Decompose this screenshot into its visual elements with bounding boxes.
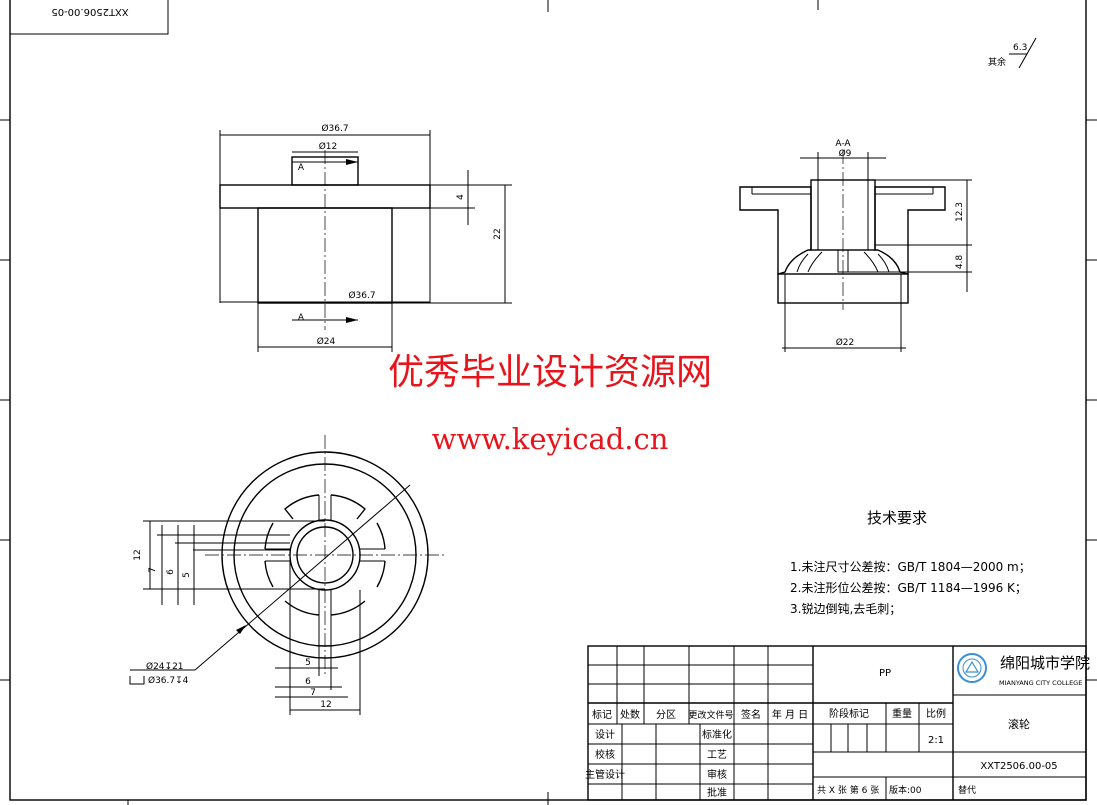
svg-text:6.3: 6.3 — [1013, 43, 1027, 53]
svg-text:12: 12 — [133, 549, 143, 560]
scale-value: 2:1 — [928, 735, 944, 746]
top-view: 12 7 6 5 Ø24↧21 Ø36.7↧4 5 6 7 12 — [129, 435, 445, 715]
drawing-number: XXT2506.00-05 — [980, 761, 1057, 772]
svg-text:批准: 批准 — [707, 786, 727, 799]
svg-text:分区: 分区 — [656, 709, 676, 721]
svg-text:5: 5 — [305, 658, 311, 668]
title-block: 标记 处数 分区 更改文件号 签名 年 月 日 设计 校核 主管设计 标准化 工… — [585, 645, 1090, 801]
svg-text:Ø24↧21: Ø24↧21 — [146, 661, 184, 672]
svg-text:3.锐边倒钝,去毛刺；: 3.锐边倒钝,去毛刺； — [790, 602, 901, 616]
college-name-cn: 绵阳城市学院 — [1000, 654, 1090, 672]
svg-text:Ø24: Ø24 — [317, 336, 336, 347]
svg-text:共 X 张 第 6 张: 共 X 张 第 6 张 — [817, 784, 879, 796]
svg-text:A: A — [298, 313, 305, 323]
svg-text:12.3: 12.3 — [955, 202, 965, 222]
svg-text:Ø36.7: Ø36.7 — [321, 123, 348, 134]
svg-text:22: 22 — [493, 228, 503, 239]
roughness-symbol: 6.3 其余 — [988, 37, 1037, 69]
svg-text:其余: 其余 — [988, 56, 1006, 68]
svg-text:技术要求: 技术要求 — [867, 509, 927, 527]
svg-text:6: 6 — [166, 569, 176, 575]
svg-text:替代: 替代 — [958, 784, 976, 796]
svg-text:比例: 比例 — [926, 707, 946, 720]
svg-text:设计: 设计 — [595, 728, 615, 741]
svg-text:版本:00: 版本:00 — [889, 784, 922, 796]
watermark-url: www.keyicad.cn — [432, 422, 669, 456]
watermark-title: 优秀毕业设计资源网 — [388, 352, 712, 393]
svg-text:审核: 审核 — [707, 768, 727, 781]
svg-text:Ø22: Ø22 — [836, 337, 855, 348]
svg-text:7: 7 — [148, 567, 158, 573]
svg-text:重量: 重量 — [892, 707, 912, 720]
rotated-number-box: XXT2506.00-05 — [9, 0, 169, 35]
svg-text:7: 7 — [310, 688, 316, 698]
svg-text:阶段标记: 阶段标记 — [829, 707, 869, 720]
svg-text:处数: 处数 — [620, 708, 640, 721]
svg-text:年 月 日: 年 月 日 — [772, 708, 808, 721]
section-view: A-A Ø9 12.3 4.8 Ø22 — [739, 139, 972, 352]
college-name-en: MIANYANG CITY COLLEGE — [999, 679, 1082, 687]
svg-text:6: 6 — [305, 677, 311, 687]
svg-text:更改文件号: 更改文件号 — [688, 709, 733, 721]
svg-text:4.8: 4.8 — [955, 255, 965, 270]
tech-requirements: 技术要求 1.未注尺寸公差按：GB/T 1804—2000 m； 2.未注形位公… — [790, 509, 1031, 616]
svg-text:A: A — [298, 163, 305, 173]
svg-text:Ø12: Ø12 — [319, 141, 338, 152]
svg-text:4: 4 — [456, 194, 466, 200]
svg-text:1.未注尺寸公差按：GB/T 1804—2000 m；: 1.未注尺寸公差按：GB/T 1804—2000 m； — [790, 559, 1031, 574]
svg-text:校核: 校核 — [595, 748, 615, 761]
front-view: Ø36.7 Ø12 A 4 22 Ø36.7 A Ø24 — [219, 123, 512, 352]
svg-text:Ø36.7: Ø36.7 — [348, 290, 375, 301]
college-logo — [957, 653, 987, 683]
svg-text:Ø9: Ø9 — [839, 148, 852, 159]
svg-text:主管设计: 主管设计 — [585, 768, 625, 781]
rotated-drawing-number: XXT2506.00-05 — [51, 6, 128, 17]
svg-text:签名: 签名 — [741, 708, 761, 721]
svg-text:标准化: 标准化 — [702, 728, 732, 741]
svg-text:A-A: A-A — [835, 139, 851, 149]
svg-text:工艺: 工艺 — [707, 749, 727, 761]
svg-text:5: 5 — [182, 572, 192, 578]
part-name: 滚轮 — [1008, 717, 1030, 731]
svg-text:标记: 标记 — [592, 709, 612, 721]
svg-text:Ø36.7↧4: Ø36.7↧4 — [148, 675, 189, 686]
svg-text:12: 12 — [320, 700, 331, 710]
material: PP — [879, 668, 891, 679]
svg-text:2.未注形位公差按：GB/T 1184—1996 K；: 2.未注形位公差按：GB/T 1184—1996 K； — [790, 580, 1027, 595]
